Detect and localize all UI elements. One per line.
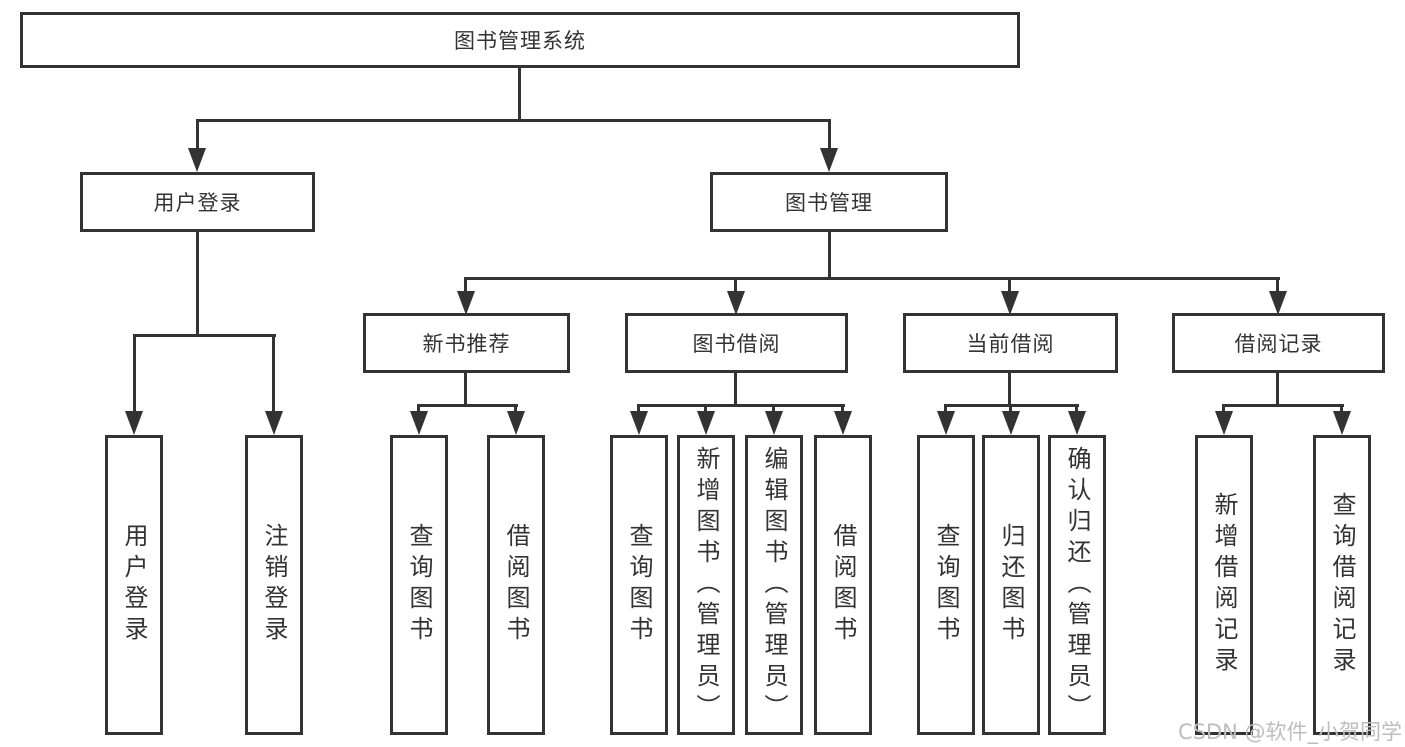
leaf-node-logout: 注销登录 [245,435,303,735]
connector-line [734,277,737,293]
leaf-label: 查询借阅记录 [1328,492,1356,678]
leaf-node-user-login: 用户登录 [105,435,163,735]
connector-line [828,232,831,280]
node-root: 图书管理系统 [20,12,1020,68]
node-borrow-record-label: 借阅记录 [1234,332,1323,356]
connector-line [518,68,521,122]
connector-line [637,404,845,407]
arrow-down-icon [1001,291,1019,315]
leaf-label: 借阅图书 [829,523,857,647]
arrow-down-icon [765,411,783,435]
watermark: CSDN @软件_小贺同学 [1178,720,1403,744]
node-book-borrow-label: 图书借阅 [692,332,781,356]
connector-line [1340,404,1343,414]
arrow-down-icon [457,291,475,315]
leaf-label: 编辑图书（管理员） [760,445,788,725]
leaf-label: 查询图书 [932,523,960,647]
leaf-label: 确认归还（管理员） [1063,445,1091,725]
connector-line [272,334,275,413]
node-current-borrow: 当前借阅 [903,313,1118,373]
node-root-label: 图书管理系统 [454,29,586,53]
connector-line [417,404,420,414]
leaf-label: 新增图书（管理员） [692,445,720,725]
leaf-label: 归还图书 [997,523,1025,647]
connector-line [841,404,844,414]
arrow-down-icon [125,411,143,435]
leaf-node-query-book-b: 查询图书 [610,435,668,735]
connector-line [514,404,517,414]
leaf-node-add-record: 新增借阅记录 [1195,435,1253,735]
node-new-book-rec-label: 新书推荐 [422,332,511,356]
connector-line [704,404,707,414]
node-book-mgmt-label: 图书管理 [785,191,873,215]
arrow-down-icon [727,291,745,315]
node-new-book-rec: 新书推荐 [363,313,570,373]
node-user-login-label: 用户登录 [153,191,242,215]
leaf-node-query-book-a: 查询图书 [390,435,448,735]
connector-line [464,277,1280,280]
arrow-down-icon [410,411,428,435]
connector-line [1008,277,1011,293]
arrow-down-icon [1269,291,1287,315]
connector-line [196,119,199,150]
connector-line [417,404,518,407]
arrow-down-icon [697,411,715,435]
arrow-down-icon [937,411,955,435]
arrow-down-icon [265,411,283,435]
arrow-down-icon [1002,411,1020,435]
connector-line [1008,373,1011,407]
connector-line [464,373,467,407]
connector-line [133,334,276,337]
connector-line [772,404,775,414]
node-user-login: 用户登录 [80,172,315,232]
leaf-label: 新增借阅记录 [1210,492,1238,678]
arrow-down-icon [820,148,838,172]
connector-line [464,277,467,293]
connector-line [1222,404,1344,407]
leaf-node-borrow-book-b: 借阅图书 [814,435,872,735]
leaf-node-query-record: 查询借阅记录 [1313,435,1371,735]
connector-line [1276,373,1279,407]
connector-line [1276,277,1279,293]
node-book-mgmt: 图书管理 [710,172,948,232]
leaf-node-return-book: 归还图书 [982,435,1040,735]
connector-line [1075,404,1078,414]
connector-line [944,404,947,414]
leaf-node-add-book: 新增图书（管理员） [677,435,735,735]
arrow-down-icon [630,411,648,435]
leaf-label: 查询图书 [405,523,433,647]
connector-line [196,232,199,337]
arrow-down-icon [1333,411,1351,435]
node-book-borrow: 图书借阅 [625,313,848,373]
leaf-node-borrow-book-a: 借阅图书 [487,435,545,735]
connector-line [196,119,831,122]
connector-line [1009,404,1012,414]
arrow-down-icon [188,148,206,172]
connector-line [1222,404,1225,414]
connector-line [734,373,737,407]
arrow-down-icon [1068,411,1086,435]
node-current-borrow-label: 当前借阅 [966,332,1055,356]
leaf-node-query-book-c: 查询图书 [917,435,975,735]
leaf-node-edit-book: 编辑图书（管理员） [745,435,803,735]
leaf-label: 注销登录 [260,523,288,647]
connector-line [828,119,831,150]
node-borrow-record: 借阅记录 [1172,313,1385,373]
leaf-label: 借阅图书 [502,523,530,647]
leaf-label: 用户登录 [120,523,148,647]
arrow-down-icon [834,411,852,435]
connector-line [637,404,640,414]
leaf-label: 查询图书 [625,523,653,647]
arrow-down-icon [1215,411,1233,435]
arrow-down-icon [507,411,525,435]
connector-line [133,334,136,413]
leaf-node-confirm-return: 确认归还（管理员） [1048,435,1106,735]
